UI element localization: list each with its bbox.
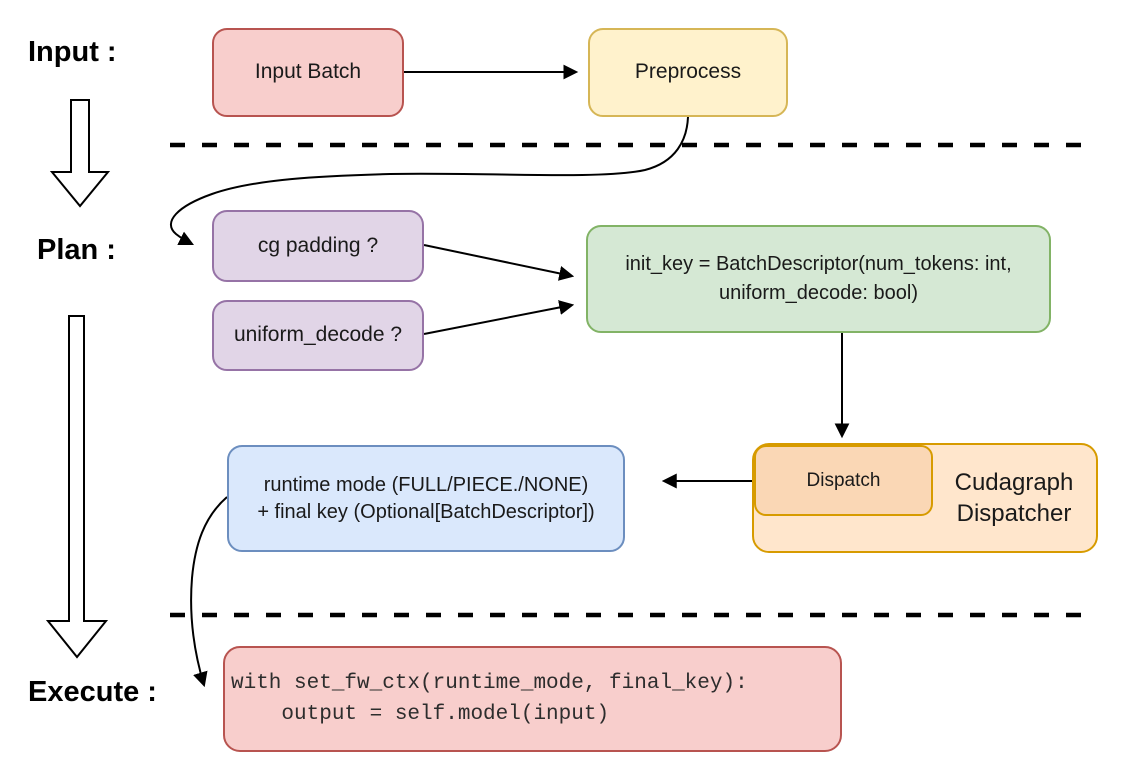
execute-code-line-1: with set_fw_ctx(runtime_mode, final_key)… — [231, 672, 748, 695]
section-label-input: Input : — [28, 36, 117, 68]
down-arrow-icon-input — [49, 99, 111, 208]
node-execute-code: with set_fw_ctx(runtime_mode, final_key)… — [223, 646, 842, 752]
node-cg-padding: cg padding ? — [212, 210, 424, 282]
init-key-line-1: init_key = BatchDescriptor(num_tokens: i… — [625, 253, 1012, 275]
section-label-plan: Plan : — [37, 234, 116, 266]
runtime-mode-line-1: runtime mode (FULL/PIECE./NONE) — [263, 473, 589, 496]
edge-uniform-decode-to-init-key — [423, 300, 575, 335]
down-arrow-icon-plan — [45, 315, 109, 659]
edge-preprocess-to-cg-padding — [169, 116, 689, 246]
node-init-key: init_key = BatchDescriptor(num_tokens: i… — [586, 225, 1051, 333]
section-label-execute: Execute : — [28, 676, 157, 708]
node-input-batch: Input Batch — [212, 28, 404, 117]
node-uniform-decode: uniform_decode ? — [212, 300, 424, 371]
edge-cg-padding-to-init-key — [423, 244, 575, 281]
runtime-mode-line-2: + final key (Optional[BatchDescriptor]) — [257, 500, 595, 523]
node-runtime-mode: runtime mode (FULL/PIECE./NONE) + final … — [227, 445, 625, 552]
node-preprocess: Preprocess — [588, 28, 788, 117]
edge-runtime-mode-to-execute-code — [190, 496, 228, 688]
execute-code-line-2: output = self.model(input) — [231, 703, 610, 726]
dispatcher-label-line-2: Dispatcher — [956, 500, 1072, 527]
node-dispatch: Dispatch — [754, 445, 933, 516]
dispatcher-label-line-1: Cudagraph — [954, 469, 1074, 496]
cudagraph-dispatcher-label: Cudagraph Dispatcher — [930, 443, 1098, 553]
init-key-line-2: uniform_decode: bool) — [718, 282, 918, 304]
